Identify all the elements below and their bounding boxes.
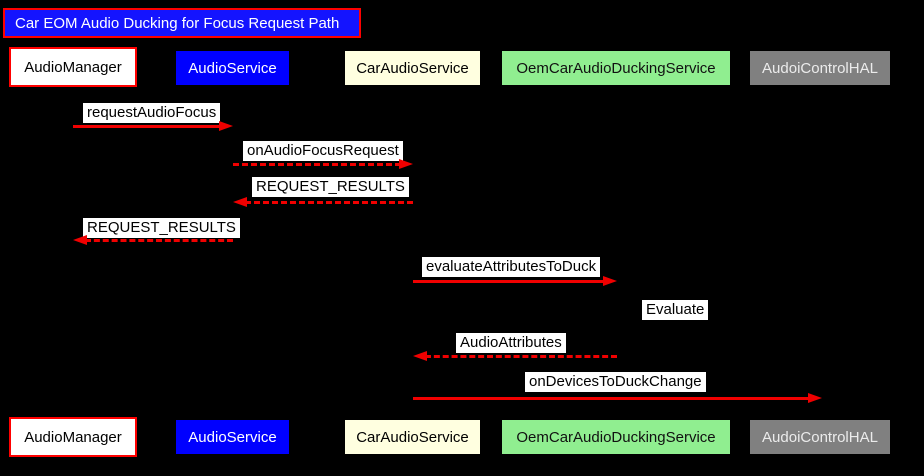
- lifeline-caraudioservice: [412, 88, 413, 418]
- participant-audiocontrolhal: AudoiControlHAL: [750, 51, 890, 85]
- message-label: Evaluate: [642, 300, 709, 320]
- participant-audiomanager: AudioManager: [9, 47, 137, 87]
- message-label: AudioAttributes: [456, 333, 566, 353]
- arrow-dashed-left: [233, 196, 413, 208]
- diagram-title: Car EOM Audio Ducking for Focus Request …: [3, 8, 361, 38]
- arrow-line: [85, 239, 233, 242]
- arrowhead-icon: [233, 197, 247, 207]
- message-label: requestAudioFocus: [83, 103, 221, 123]
- arrowhead-icon: [808, 393, 822, 403]
- arrowhead-icon: [219, 121, 233, 131]
- participant-oemcaraudioduckingservice: OemCarAudioDuckingService: [502, 51, 730, 85]
- participant-caraudioservice: CarAudioService: [345, 420, 480, 454]
- arrow-line: [425, 355, 617, 358]
- lifeline-audiomanager: [73, 88, 74, 418]
- participant-caraudioservice: CarAudioService: [345, 51, 480, 85]
- lifeline-oemcaraudioduckingservice: [616, 88, 617, 418]
- arrow-line: [413, 397, 810, 400]
- participant-audiocontrolhal: AudoiControlHAL: [750, 420, 890, 454]
- arrowhead-icon: [73, 235, 87, 245]
- arrow-dashed-left: [413, 350, 617, 362]
- message-label: REQUEST_RESULTS: [83, 218, 240, 238]
- arrow-dashed-left: [73, 234, 233, 246]
- arrowhead-icon: [399, 159, 413, 169]
- arrow-line: [233, 163, 401, 166]
- arrow-solid-right: [413, 275, 617, 287]
- arrowhead-icon: [603, 276, 617, 286]
- lifeline-audiocontrolhal: [820, 88, 821, 418]
- arrow-solid-right: [413, 392, 822, 404]
- participant-oemcaraudioduckingservice: OemCarAudioDuckingService: [502, 420, 730, 454]
- arrow-line: [73, 125, 221, 128]
- participant-audioservice: AudioService: [176, 420, 289, 454]
- arrow-line: [245, 201, 413, 204]
- message-label: onDevicesToDuckChange: [525, 372, 706, 392]
- lifeline-audioservice: [232, 88, 233, 418]
- participant-audioservice: AudioService: [176, 51, 289, 85]
- participant-audiomanager: AudioManager: [9, 417, 137, 457]
- message-label: onAudioFocusRequest: [243, 141, 403, 161]
- arrow-line: [413, 280, 605, 283]
- message-label: REQUEST_RESULTS: [252, 177, 409, 197]
- arrow-solid-right: [73, 120, 233, 132]
- arrow-dashed-right: [233, 158, 413, 170]
- message-label: evaluateAttributesToDuck: [422, 257, 601, 277]
- arrowhead-icon: [413, 351, 427, 361]
